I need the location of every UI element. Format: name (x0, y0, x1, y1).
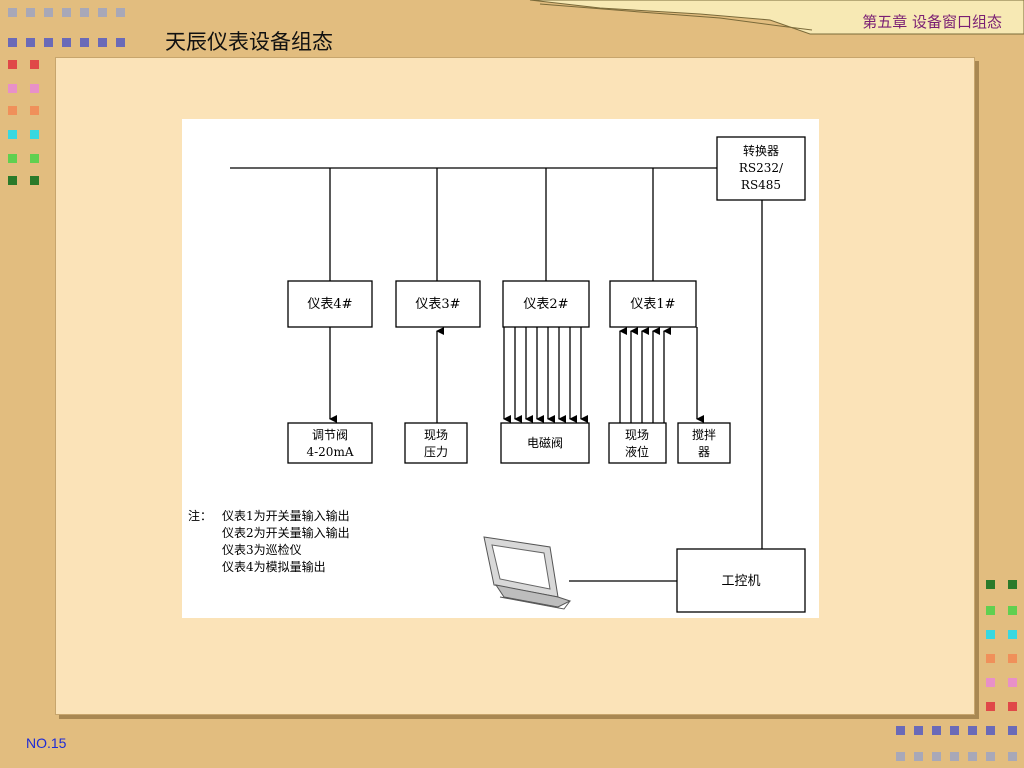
meter-4-box: 仪表4# (287, 280, 373, 328)
monitor-icon (483, 536, 572, 610)
meter-2-label: 仪表2# (523, 297, 568, 312)
pressure-label-1: 现场 (424, 428, 448, 442)
note-3: 仪表3为巡检仪 (222, 542, 302, 557)
meter-1-label: 仪表1# (630, 297, 675, 312)
device-diagram: 转换器 RS232/ RS485 仪表4# 仪表3# 仪表2# 仪表1# 调节阀… (182, 119, 819, 618)
ipc-label: 工控机 (721, 574, 760, 589)
solenoid-label: 电磁阀 (527, 435, 563, 450)
chapter-title: 第五章 设备窗口组态 (862, 13, 1002, 31)
page-number: NO.15 (26, 735, 67, 751)
converter-label-1: 转换器 (743, 143, 779, 158)
level-label-2: 液位 (625, 444, 649, 459)
converter-box: 转换器 RS232/ RS485 (716, 136, 806, 201)
level-label-1: 现场 (625, 428, 649, 442)
level-box: 现场 液位 (608, 422, 667, 464)
meter-3-box: 仪表3# (395, 280, 481, 328)
stirrer-label-1: 搅拌 (692, 427, 716, 442)
note-2: 仪表2为开关量输入输出 (222, 525, 350, 540)
pressure-box: 现场 压力 (404, 422, 468, 464)
stirrer-box: 搅拌 器 (677, 422, 731, 464)
converter-label-3: RS485 (741, 178, 781, 192)
slide-title: 天辰仪表设备组态 (165, 30, 333, 54)
solenoid-box: 电磁阀 (500, 422, 590, 464)
meter-3-label: 仪表3# (415, 297, 460, 312)
meter-4-label: 仪表4# (307, 297, 352, 312)
note-prefix: 注： (188, 508, 212, 523)
note-1: 仪表1为开关量输入输出 (222, 508, 350, 523)
valve-label-1: 调节阀 (312, 428, 348, 442)
ipc-box: 工控机 (676, 548, 806, 613)
converter-label-2: RS232/ (739, 161, 784, 175)
header-ribbon (529, 0, 1024, 35)
valve-box: 调节阀 4-20mA (287, 422, 373, 464)
meter-2-box: 仪表2# (502, 280, 590, 328)
meter-1-box: 仪表1# (609, 280, 697, 328)
pressure-label-2: 压力 (424, 445, 448, 459)
stirrer-label-2: 器 (698, 445, 710, 459)
notes: 注： 仪表1为开关量输入输出 仪表2为开关量输入输出 仪表3为巡检仪 仪表4为模… (188, 508, 350, 574)
valve-label-2: 4-20mA (306, 445, 353, 459)
note-4: 仪表4为模拟量输出 (222, 559, 326, 574)
